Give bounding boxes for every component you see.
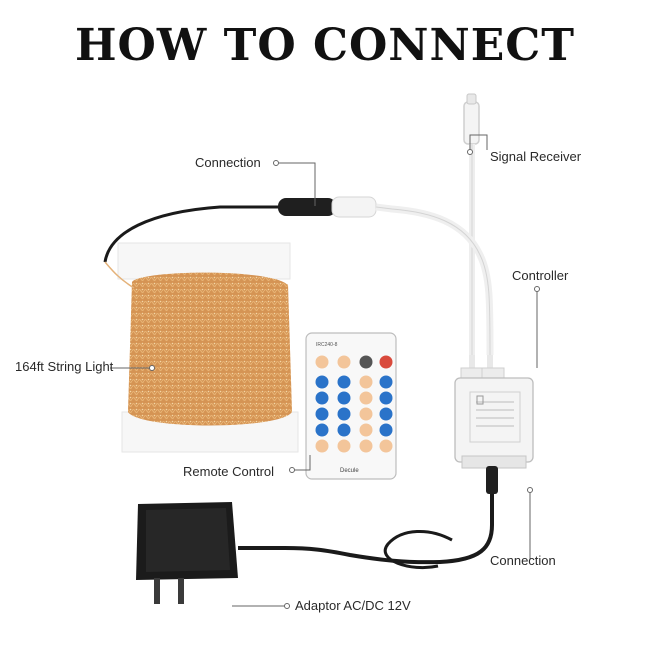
- remote-button: [337, 423, 351, 437]
- label-remote-control: Remote Control: [183, 464, 275, 479]
- remote-button: [315, 423, 329, 437]
- leader-dots: [149, 149, 540, 609]
- remote-button: [359, 355, 373, 369]
- remote-button: [359, 375, 373, 389]
- remote-button: [359, 391, 373, 405]
- remote-button: [359, 407, 373, 421]
- remote-button: [337, 375, 351, 389]
- label-controller: Controller: [512, 268, 569, 283]
- controller-box: [454, 355, 534, 494]
- remote-control: IRC240-8 Decule: [305, 332, 397, 480]
- remote-button: [379, 391, 393, 405]
- remote-button: [359, 439, 373, 453]
- signal-receiver: [463, 93, 480, 355]
- label-connection-bottom: Connection: [490, 553, 556, 568]
- remote-button: [379, 355, 393, 369]
- remote-button: [359, 423, 373, 437]
- remote-button: [315, 375, 329, 389]
- remote-button: [337, 439, 351, 453]
- remote-button: [379, 375, 393, 389]
- remote-button: [337, 391, 351, 405]
- adaptor: [136, 494, 494, 604]
- remote-model-text: IRC240-8: [316, 342, 338, 348]
- remote-button: [315, 407, 329, 421]
- remote-button: [337, 407, 351, 421]
- remote-button: [315, 439, 329, 453]
- remote-button: [379, 423, 393, 437]
- label-string-light: 164ft String Light: [15, 359, 114, 374]
- remote-button: [315, 391, 329, 405]
- top-connection-cable: [103, 196, 494, 356]
- remote-brand-text: Decule: [340, 468, 359, 474]
- remote-buttons: [315, 355, 393, 453]
- leader-lines: [110, 134, 538, 607]
- remote-button: [379, 439, 393, 453]
- remote-button: [315, 355, 329, 369]
- string-light-spool: [104, 242, 299, 453]
- label-adaptor: Adaptor AC/DC 12V: [295, 598, 411, 613]
- label-signal-receiver: Signal Receiver: [490, 149, 582, 164]
- remote-button: [337, 355, 351, 369]
- page-title: HOW TO CONNECT: [74, 20, 576, 71]
- remote-button: [379, 407, 393, 421]
- label-connection-top: Connection: [195, 155, 261, 170]
